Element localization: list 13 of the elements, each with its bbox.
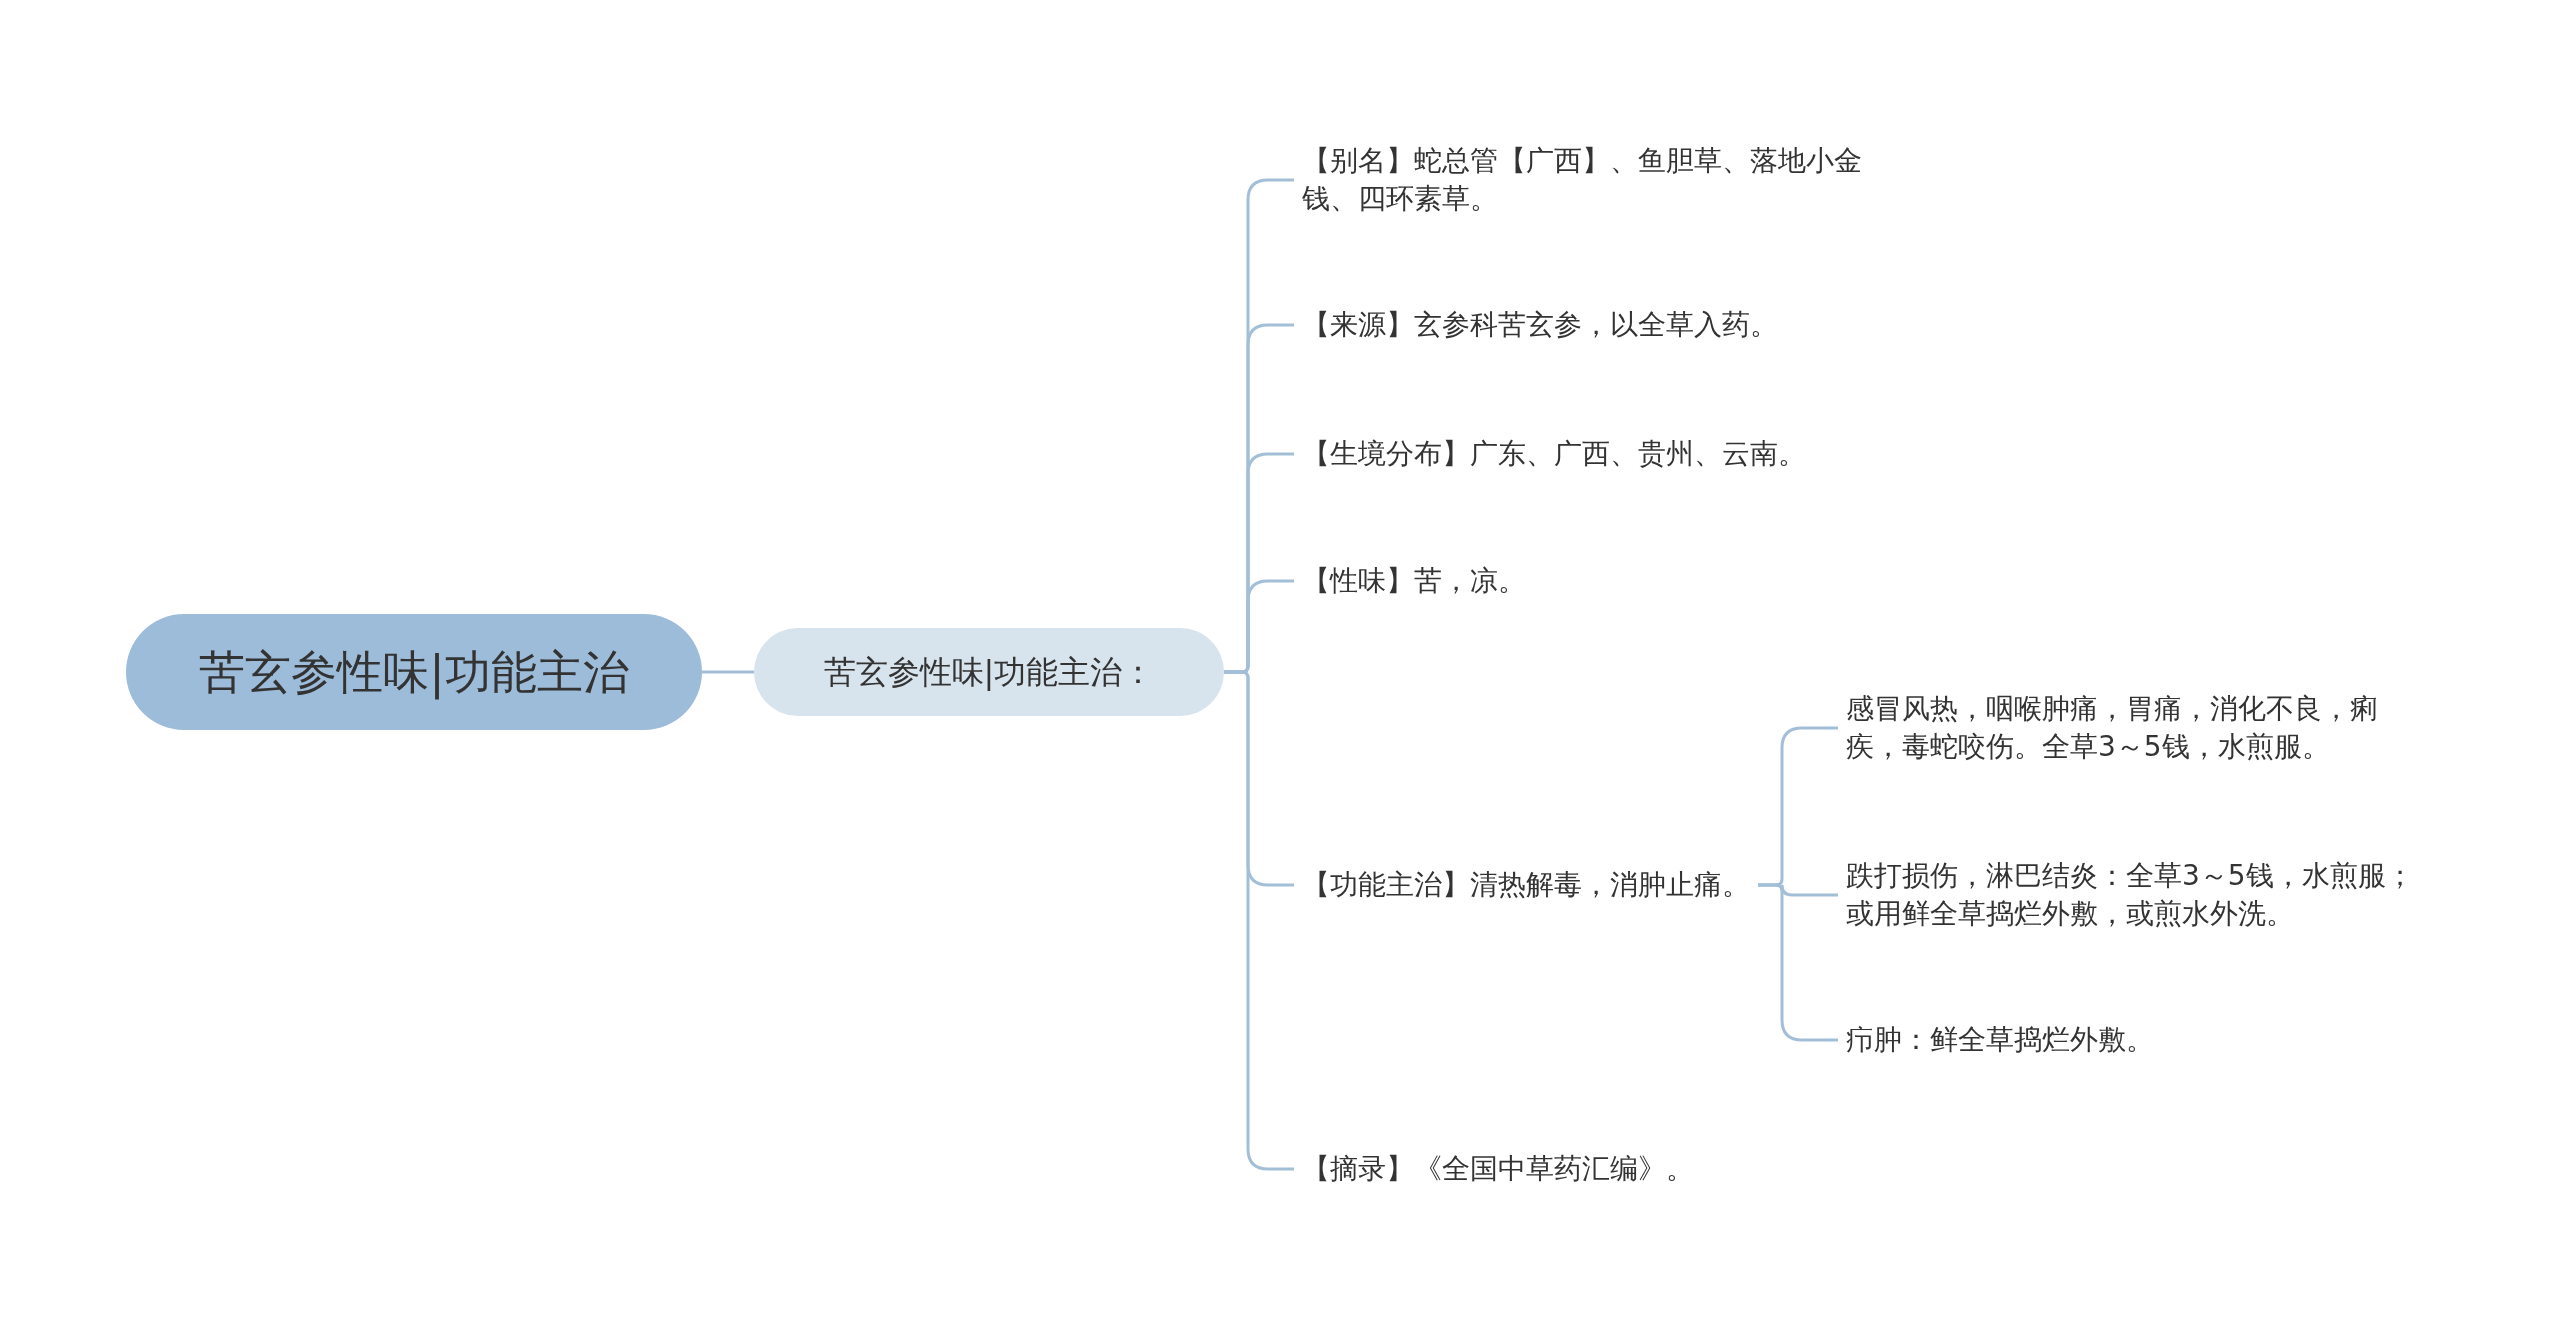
topic-text: 【功能主治】清热解毒，消肿止痛。 bbox=[1294, 866, 1758, 904]
topic-text: 【性味】苦，凉。 bbox=[1294, 562, 1894, 600]
topic-text: 感冒风热，咽喉肿痛，胃痛，消化不良，痢疾，毒蛇咬伤。全草3～5钱，水煎服。 bbox=[1838, 690, 2438, 766]
main-topic: 苦玄参性味|功能主治： bbox=[754, 628, 1224, 716]
topic-text: 【摘录】《全国中草药汇编》。 bbox=[1294, 1150, 1894, 1188]
connector-line bbox=[702, 670, 754, 674]
topic-text: 【来源】玄参科苦玄参，以全草入药。 bbox=[1294, 306, 1894, 344]
root-topic: 苦玄参性味|功能主治 bbox=[126, 614, 702, 730]
topic-text: 【别名】蛇总管【广西】、鱼胆草、落地小金钱、四环素草。 bbox=[1294, 142, 1894, 218]
topic-text: 疖肿：鲜全草捣烂外敷。 bbox=[1838, 1021, 2438, 1059]
connector-line bbox=[1758, 883, 1838, 1042]
topic-text: 跌打损伤，淋巴结炎：全草3～5钱，水煎服；或用鲜全草捣烂外敷，或煎水外洗。 bbox=[1838, 857, 2438, 933]
topic-text: 【生境分布】广东、广西、贵州、云南。 bbox=[1294, 435, 1894, 473]
